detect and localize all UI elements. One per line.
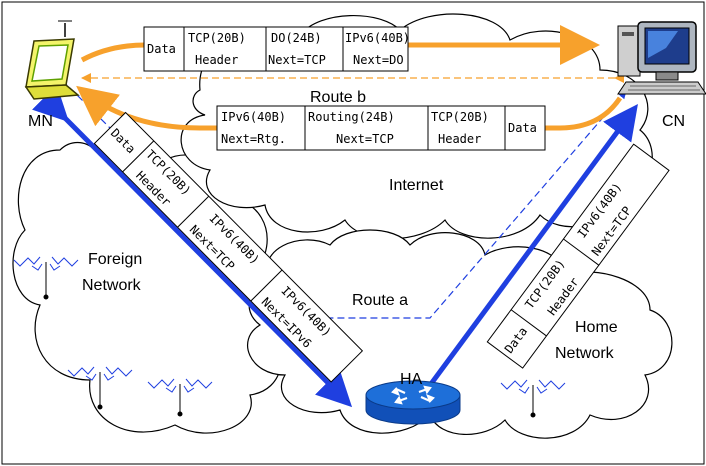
label-foreign-line2: Network (82, 277, 142, 294)
packet-mid-routing: Routing(24B) (308, 110, 395, 124)
packet-mid-routing-next: Next=TCP (336, 132, 394, 146)
label-home-line1: Home (575, 319, 618, 336)
router-icon (365, 380, 461, 425)
packet-middle: IPv6(40B) Next=Rtg. Routing(24B) Next=TC… (216, 105, 546, 151)
packet-mid-tcp: TCP(20B) (431, 110, 489, 124)
packet-top-do-next: Next=TCP (268, 53, 326, 67)
antenna-icons (13, 256, 566, 418)
label-route-a: Route a (352, 292, 408, 309)
antenna-icon (13, 256, 79, 300)
label-foreign-line1: Foreign (88, 251, 142, 268)
label-route-b: Route b (310, 89, 366, 106)
packet-top-tcp-header: Header (195, 53, 238, 67)
packet-top-tcp: TCP(20B) (188, 31, 246, 45)
label-internet: Internet (389, 177, 444, 194)
packet-top-ipv6-next: Next=DO (353, 53, 404, 67)
packet-top: Data TCP(20B) Header DO(24B) Next=TCP IP… (143, 26, 410, 72)
packet-mid-data: Data (508, 121, 537, 135)
laptop-icon (24, 20, 80, 100)
packet-left-diagonal: Data TCP(20B) Header IPv6(40B) Next=TCP … (93, 111, 364, 383)
packet-top-do: DO(24B) (271, 31, 322, 45)
desktop-computer-icon (617, 21, 706, 95)
packet-mid-ipv6: IPv6(40B) (221, 110, 286, 124)
antenna-icon (147, 378, 213, 417)
label-ha: HA (400, 371, 423, 388)
packet-mid-ipv6-next: Next=Rtg. (221, 132, 286, 146)
antenna-icon (67, 366, 133, 410)
antenna-icon (500, 379, 566, 418)
packet-top-data: Data (147, 42, 176, 56)
blue-arrow-mn-to-ha (31, 84, 353, 408)
label-home-line2: Network (555, 345, 615, 362)
packet-right-diagonal: Data TCP(20B) Header IPv6(40B) Next=TCP (486, 143, 670, 369)
blue-arrow-ha-to-cn (422, 103, 638, 394)
label-cn: CN (662, 113, 685, 130)
packet-top-ipv6: IPv6(40B) (345, 31, 410, 45)
label-mn: MN (28, 113, 53, 130)
packet-mid-tcp-header: Header (438, 132, 481, 146)
